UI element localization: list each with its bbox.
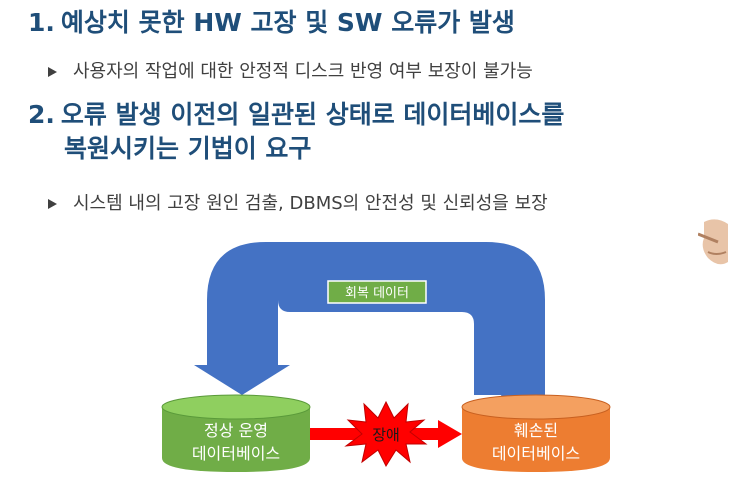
- failure-label: 장애: [372, 426, 400, 444]
- damaged-db-label-1: 훼손된: [514, 421, 558, 440]
- recovery-label-box: [327, 280, 427, 304]
- heading-2-line1: 오류 발생 이전의 일관된 상태로 데이터베이스를: [60, 100, 565, 129]
- heading-1-text: 예상치 못한 HW 고장 및 SW 오류가 발생: [60, 8, 515, 37]
- recovery-label: 회복 데이터: [345, 286, 409, 301]
- bullet-2-text: 시스템 내의 고장 원인 검출, DBMS의 안전성 및 신뢰성을 보장: [73, 193, 548, 214]
- bullet-triangle-icon: [48, 67, 57, 77]
- heading-2: 2.오류 발생 이전의 일관된 상태로 데이터베이스를 복원시키는 기법이 요구: [28, 98, 564, 166]
- damaged-db-cylinder: [461, 394, 611, 472]
- normal-db-label-1: 정상 운영: [204, 421, 268, 440]
- heading-2-number: 2.: [28, 100, 55, 129]
- normal-db-cylinder: [161, 394, 311, 472]
- heading-1: 1.예상치 못한 HW 고장 및 SW 오류가 발생: [28, 6, 515, 40]
- bullet-1: 사용자의 작업에 대한 안정적 디스크 반영 여부 보장이 불가능: [48, 60, 533, 84]
- normal-db-label-2: 데이터베이스: [192, 444, 280, 463]
- heading-2-line2: 복원시키는 기법이 요구: [64, 134, 312, 163]
- damaged-db-label-2: 데이터베이스: [492, 444, 580, 463]
- bullet-2: 시스템 내의 고장 원인 검출, DBMS의 안전성 및 신뢰성을 보장: [48, 192, 548, 216]
- presenter-hand-icon: [698, 219, 728, 265]
- failure-burst-icon: [344, 400, 428, 468]
- heading-1-number: 1.: [28, 8, 55, 37]
- bullet-1-text: 사용자의 작업에 대한 안정적 디스크 반영 여부 보장이 불가능: [73, 61, 533, 82]
- bullet-triangle-icon: [48, 199, 57, 209]
